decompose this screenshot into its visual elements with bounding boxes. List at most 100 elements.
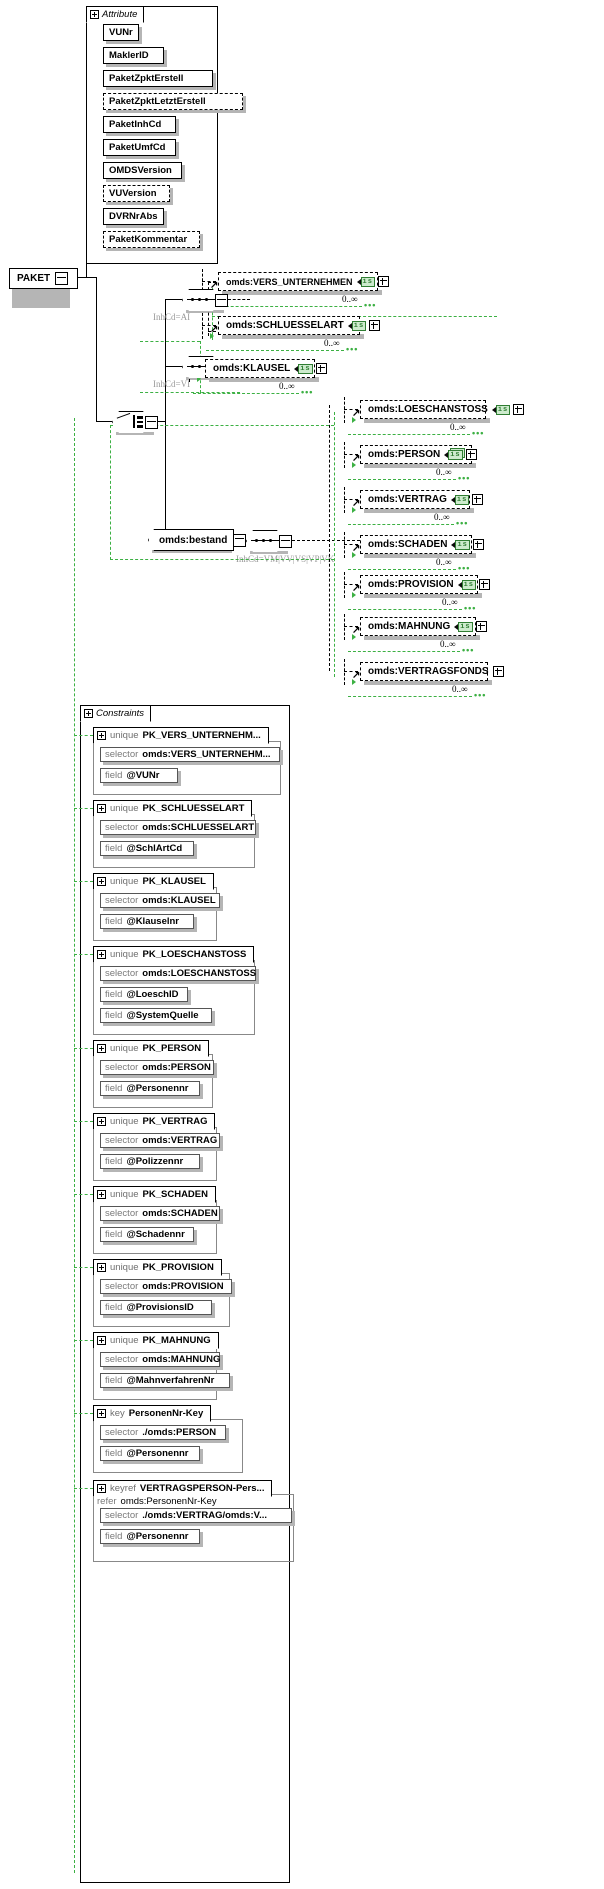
collapse-icon-constraint[interactable] xyxy=(97,1336,106,1345)
collapse-icon-constraint[interactable] xyxy=(97,1409,106,1418)
constraint-row[interactable]: field@Personennr xyxy=(100,1446,200,1461)
attribute-box[interactable]: PaketInhCd xyxy=(103,116,176,133)
sequence-collapse-icon[interactable] xyxy=(215,294,228,307)
element-node[interactable]: omds:KLAUSEL is xyxy=(205,359,327,378)
element-label: omds:KLAUSEL xyxy=(213,363,291,374)
constraint-row[interactable]: field@Personennr xyxy=(100,1529,200,1544)
constraint-row[interactable]: field@ProvisionsID xyxy=(100,1300,212,1315)
choice-collapse-icon[interactable] xyxy=(145,416,158,429)
constraint-row[interactable]: field@Klauselnr xyxy=(100,914,194,929)
constraint-row[interactable]: field@SystemQuelle xyxy=(100,1008,212,1023)
constraint-row-value: ./omds:PERSON xyxy=(142,1427,217,1438)
occurrence-label: 0..∞ xyxy=(442,597,458,607)
attribute-box[interactable]: VUVersion xyxy=(103,185,170,202)
attribute-group-frame xyxy=(86,6,218,264)
sequence-compositor-1[interactable] xyxy=(182,289,228,311)
bestand-collapse-icon[interactable] xyxy=(233,533,247,547)
attribute-box[interactable]: MaklerID xyxy=(103,47,164,64)
expand-icon[interactable] xyxy=(377,276,389,287)
identity-chip: is xyxy=(454,494,470,505)
constraint-row[interactable]: field@SchlArtCd xyxy=(100,841,194,856)
constraint-row[interactable]: field@Personennr xyxy=(100,1081,200,1096)
collapse-icon-constraint[interactable] xyxy=(97,1117,106,1126)
constraints-group-tab[interactable]: Constraints xyxy=(80,705,152,722)
expand-icon[interactable] xyxy=(475,621,487,632)
expand-icon[interactable] xyxy=(513,404,525,415)
constraint-kind: unique xyxy=(110,875,139,887)
collapse-icon-constraint[interactable] xyxy=(97,1263,106,1272)
element-node[interactable]: omds:VERTRAGSFONDS xyxy=(360,662,504,681)
expand-icon[interactable] xyxy=(472,494,484,505)
collapse-icon-constraint[interactable] xyxy=(97,1044,106,1053)
expand-icon[interactable] xyxy=(369,320,381,331)
attribute-box[interactable]: OMDSVersion xyxy=(103,162,183,179)
collapse-icon-constraint[interactable] xyxy=(97,731,106,740)
attribute-box[interactable]: VUNr xyxy=(103,24,140,41)
collapse-icon-constraint[interactable] xyxy=(97,950,106,959)
attribute-box[interactable]: PaketUmfCd xyxy=(103,139,176,156)
root-collapse-icon[interactable] xyxy=(55,272,69,285)
constraint-row[interactable]: field@MahnverfahrenNr xyxy=(100,1373,230,1388)
element-green-underline xyxy=(348,524,454,525)
sequence-compositor-3[interactable] xyxy=(246,530,292,552)
attribute-group-tab[interactable]: Attribute xyxy=(86,6,145,23)
attribute-box[interactable]: DVRNrAbs xyxy=(103,208,164,225)
constraint-row[interactable]: field@Schadennr xyxy=(100,1227,194,1242)
collapse-icon-attribute[interactable] xyxy=(90,9,99,19)
green-dots-marker-icon: ••• xyxy=(456,518,469,528)
constraint-row[interactable]: field@LoeschID xyxy=(100,987,188,1002)
constraint-row[interactable]: selector./omds:VERTRAG/omds:V... xyxy=(100,1508,292,1523)
constraint-row-value: omds:VERTRAG xyxy=(142,1135,218,1146)
collapse-icon-constraint[interactable] xyxy=(97,804,106,813)
collapse-icon-constraint[interactable] xyxy=(97,877,106,886)
sequence-collapse-icon[interactable] xyxy=(279,535,292,548)
collapse-icon-constraint[interactable] xyxy=(97,1190,106,1199)
collapse-icon-constraints[interactable] xyxy=(84,708,93,718)
identity-chip: is xyxy=(298,363,313,374)
expand-icon[interactable] xyxy=(478,579,490,590)
constraint-row[interactable]: field@Polizzennr xyxy=(100,1154,200,1169)
model-group-bestand[interactable]: omds:bestand xyxy=(148,529,247,551)
expand-icon[interactable] xyxy=(315,363,327,374)
collapse-icon-constraint[interactable] xyxy=(97,1484,106,1493)
root-element-paket[interactable]: PAKET xyxy=(9,268,78,289)
attribute-box[interactable]: PaketZpktLetztErstell xyxy=(103,93,244,110)
constraint-row-value: @ProvisionsID xyxy=(126,1302,194,1313)
constraint-row[interactable]: field@VUNr xyxy=(100,768,178,783)
attribute-box[interactable]: PaketKommentar xyxy=(103,231,201,248)
attribute-box[interactable]: PaketZpktErstell xyxy=(103,70,213,87)
constraint-row[interactable]: selector./omds:PERSON xyxy=(100,1425,226,1440)
choice-compositor[interactable] xyxy=(112,411,158,433)
expand-icon[interactable] xyxy=(492,666,504,677)
expand-icon[interactable] xyxy=(465,449,477,460)
expand-icon[interactable] xyxy=(472,539,484,550)
